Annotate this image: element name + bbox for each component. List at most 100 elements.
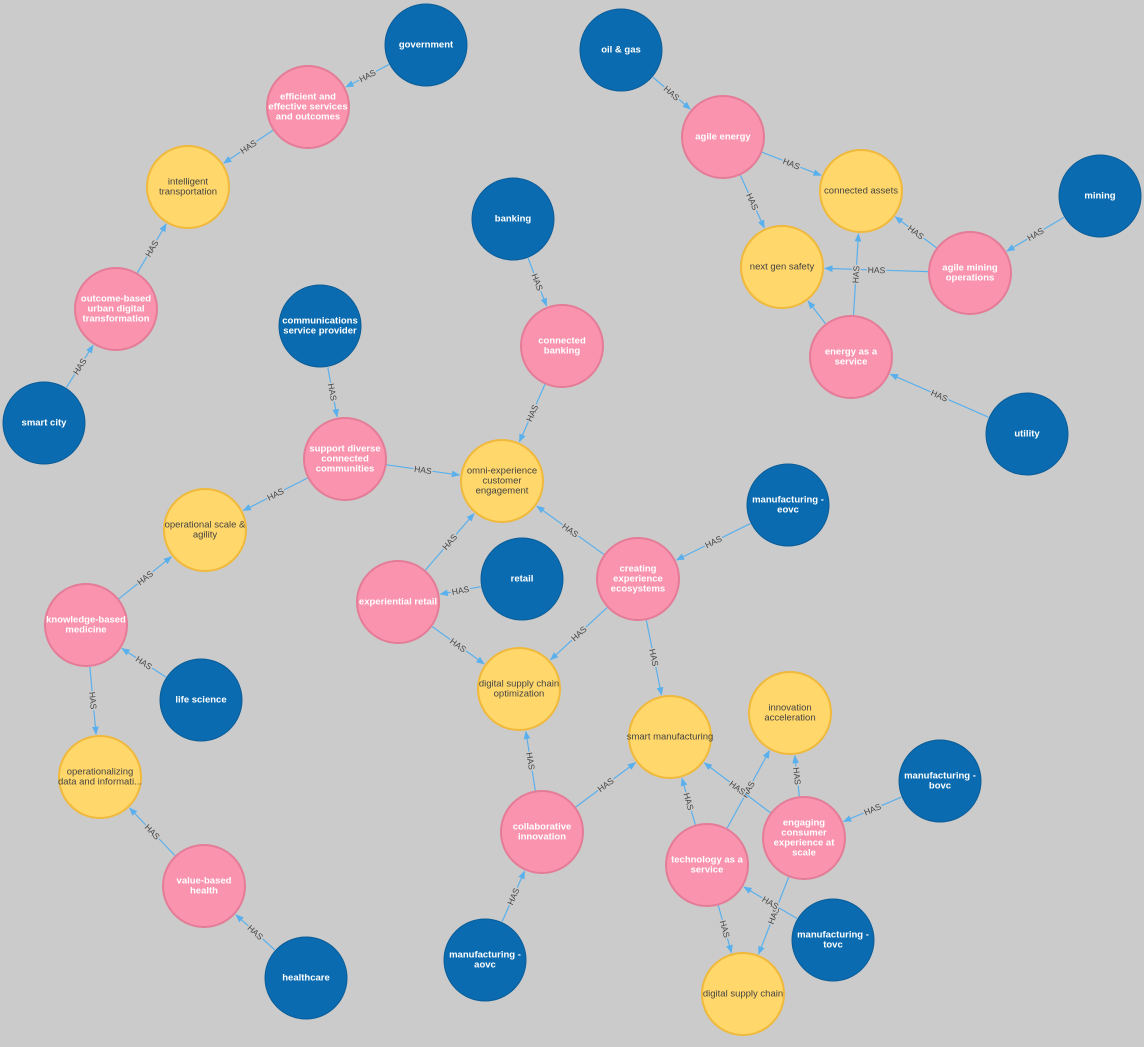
node-healthcare[interactable]: healthcare — [264, 936, 348, 1020]
node-circle — [985, 392, 1069, 476]
edge-line — [129, 807, 176, 857]
node-circle — [58, 735, 142, 819]
edge-collaborative-innovation-to-smart-manufacturing[interactable]: HAS — [575, 762, 637, 808]
node-operational-scale[interactable]: operational scale &agility — [163, 488, 247, 572]
edge-energy-as-a-service-to-connected-assets[interactable]: HAS — [849, 233, 863, 316]
edge-value-based-health-to-operationalizing-data[interactable]: HAS — [129, 807, 176, 857]
edge-connected-banking-to-omni-experience[interactable]: HAS — [518, 384, 546, 443]
edge-manufacturing-eovc-to-creating-experience[interactable]: HAS — [675, 523, 751, 561]
node-smart-city[interactable]: smart city — [2, 381, 86, 465]
node-smart-manufacturing[interactable]: smart manufacturing — [627, 695, 714, 779]
edge-line — [523, 730, 536, 791]
node-oil-gas[interactable]: oil & gas — [579, 8, 663, 92]
node-connected-assets[interactable]: connected assets — [819, 149, 903, 233]
node-experiential-retail[interactable]: experiential retail — [356, 560, 440, 644]
edge-line — [327, 367, 339, 418]
edge-support-diverse-to-omni-experience[interactable]: HAS — [386, 462, 461, 478]
node-circle — [266, 65, 350, 149]
edge-energy-as-a-service-to-next-gen-safety[interactable] — [807, 300, 826, 325]
edge-manufacturing-bovc-to-engaging-consumer[interactable]: HAS — [842, 796, 902, 822]
node-manufacturing-eovc[interactable]: manufacturing -eovc — [746, 463, 830, 547]
edge-experiential-retail-to-digital-supply-chain-optimization[interactable]: HAS — [431, 626, 485, 665]
edge-support-diverse-to-operational-scale[interactable]: HAS — [242, 477, 308, 512]
node-government[interactable]: government — [384, 3, 468, 87]
edge-experiential-retail-to-omni-experience[interactable]: HAS — [424, 512, 475, 571]
edge-knowledge-based-medicine-to-operational-scale[interactable]: HAS — [118, 556, 173, 600]
edge-label: HAS — [357, 67, 377, 84]
node-life-science[interactable]: life science — [159, 658, 243, 742]
node-circle — [579, 8, 663, 92]
edge-smart-city-to-outcome-based[interactable]: HAS — [65, 344, 94, 388]
edge-collaborative-innovation-to-digital-supply-chain-optimization[interactable]: HAS — [523, 730, 538, 791]
edge-agile-mining-to-connected-assets[interactable]: HAS — [894, 216, 937, 249]
edge-line — [726, 750, 770, 829]
edge-life-science-to-knowledge-based-medicine[interactable]: HAS — [121, 647, 167, 678]
edge-line — [121, 647, 167, 678]
edge-technology-as-a-service-to-digital-supply-chain[interactable]: HAS — [716, 905, 734, 954]
edge-label: HAS — [862, 801, 882, 817]
edge-mining-to-agile-mining[interactable]: HAS — [1006, 216, 1065, 252]
edge-line — [549, 607, 608, 661]
node-mining[interactable]: mining — [1058, 154, 1142, 238]
edge-creating-experience-to-digital-supply-chain-optimization[interactable]: HAS — [549, 607, 608, 661]
edge-engaging-consumer-to-smart-manufacturing[interactable]: HAS — [703, 762, 771, 814]
edge-efficient-services-to-intelligent-transportation[interactable]: HAS — [223, 129, 274, 164]
node-circle — [74, 267, 158, 351]
edge-agile-energy-to-next-gen-safety[interactable]: HAS — [739, 174, 765, 229]
edge-manufacturing-aovc-to-collaborative-innovation[interactable]: HAS — [501, 870, 526, 922]
edge-label: HAS — [530, 272, 546, 292]
edge-agile-energy-to-connected-assets[interactable]: HAS — [761, 151, 822, 176]
node-agile-energy[interactable]: agile energy — [681, 95, 765, 179]
node-banking[interactable]: banking — [471, 177, 555, 261]
edge-communications-service-provider-to-support-diverse[interactable]: HAS — [324, 367, 340, 418]
node-circle — [477, 647, 561, 731]
edge-agile-mining-to-next-gen-safety[interactable]: HAS — [824, 263, 929, 277]
edge-oil-gas-to-agile-energy[interactable]: HAS — [652, 76, 691, 110]
edge-engaging-consumer-to-innovation-acceleration[interactable]: HAS — [790, 754, 805, 797]
edge-technology-as-a-service-to-smart-manufacturing[interactable]: HAS — [680, 777, 697, 825]
edge-label: HAS — [448, 636, 468, 655]
edge-government-to-efficient-services[interactable]: HAS — [345, 64, 390, 88]
node-digital-supply-chain[interactable]: digital supply chain — [701, 952, 785, 1036]
node-manufacturing-tovc[interactable]: manufacturing -tovc — [791, 898, 875, 982]
node-circle — [163, 488, 247, 572]
node-manufacturing-bovc[interactable]: manufacturing -bovc — [898, 739, 982, 823]
node-retail[interactable]: retail — [480, 537, 564, 621]
node-next-gen-safety[interactable]: next gen safety — [740, 225, 824, 309]
edge-utility-to-energy-as-a-service[interactable]: HAS — [889, 373, 989, 418]
edge-banking-to-connected-banking[interactable]: HAS — [527, 257, 548, 307]
node-utility[interactable]: utility — [985, 392, 1069, 476]
node-circle — [819, 149, 903, 233]
edge-label: HAS — [850, 265, 861, 283]
node-circle — [928, 231, 1012, 315]
edge-healthcare-to-value-based-health[interactable]: HAS — [235, 914, 276, 951]
node-circle — [44, 583, 128, 667]
edge-creating-experience-to-smart-manufacturing[interactable]: HAS — [645, 620, 664, 696]
edge-knowledge-based-medicine-to-operationalizing-data[interactable]: HAS — [86, 666, 100, 736]
edge-engaging-consumer-to-digital-supply-chain[interactable]: HAS — [758, 876, 790, 955]
edge-retail-to-experiential-retail[interactable]: HAS — [439, 582, 481, 598]
edge-line — [501, 870, 526, 922]
edge-outcome-based-to-intelligent-transportation[interactable]: HAS — [136, 223, 167, 274]
node-manufacturing-aovc[interactable]: manufacturing -aovc — [443, 918, 527, 1002]
edge-line — [758, 876, 790, 955]
